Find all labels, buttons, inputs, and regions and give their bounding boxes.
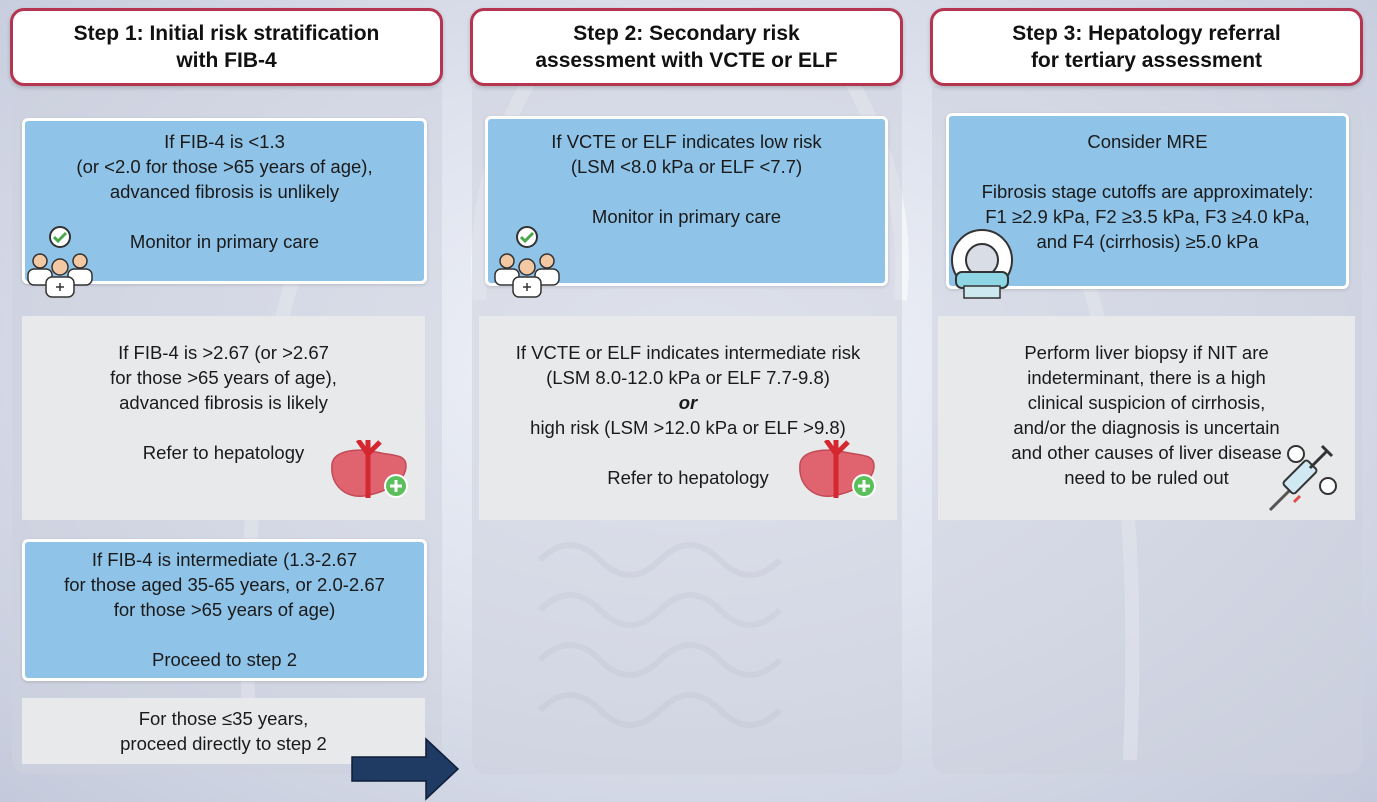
- step3-header: Step 3: Hepatology referral for tertiary…: [930, 8, 1363, 86]
- step2-header: Step 2: Secondary risk assessment with V…: [470, 8, 903, 86]
- step2-high-line2: (LSM 8.0-12.0 kPa or ELF 7.7-9.8): [546, 367, 830, 388]
- liver-icon: [799, 440, 876, 498]
- step3-mre-line1: Consider MRE: [1087, 131, 1208, 152]
- liver-icon: [331, 440, 408, 498]
- healthcare-team-icon: [27, 226, 93, 298]
- step2-high-line1: If VCTE or ELF indicates intermediate ri…: [515, 342, 861, 363]
- step1-title-line1: Step 1: Initial risk stratification: [73, 22, 380, 45]
- mri-scanner-icon: [951, 229, 1013, 299]
- step1-mid-action: Proceed to step 2: [151, 649, 297, 670]
- step2-title-line2: assessment with VCTE or ELF: [535, 49, 838, 72]
- step1-low-line3: advanced fibrosis is unlikely: [109, 181, 340, 202]
- step3-title-line2: for tertiary assessment: [1030, 49, 1263, 72]
- arrow-right-icon: [351, 737, 460, 801]
- step3-biopsy-line3: clinical suspicion of cirrhosis,: [1027, 392, 1266, 413]
- step3-biopsy-line5: and other causes of liver disease: [1011, 442, 1282, 463]
- step1-young-line2: proceed directly to step 2: [120, 733, 327, 754]
- step2-low-line2: (LSM <8.0 kPa or ELF <7.7): [570, 156, 803, 177]
- step2-low-action: Monitor in primary care: [591, 206, 782, 227]
- step3-mre-box: Consider MRE Fibrosis stage cutoffs are …: [946, 113, 1349, 289]
- step2-low-line1: If VCTE or ELF indicates low risk: [551, 131, 822, 152]
- step3-title-line1: Step 3: Hepatology referral: [1012, 22, 1281, 45]
- step3-biopsy-line1: Perform liver biopsy if NIT are: [1024, 342, 1269, 363]
- step1-low-action: Monitor in primary care: [129, 231, 320, 252]
- step1-title-line2: with FIB-4: [176, 49, 277, 72]
- step3-biopsy-line4: and/or the diagnosis is uncertain: [1013, 417, 1280, 438]
- step1-high-line1: If FIB-4 is >2.67 (or >2.67: [118, 342, 329, 363]
- step1-low-line1: If FIB-4 is <1.3: [164, 131, 285, 152]
- step1-mid-line2: for those aged 35-65 years, or 2.0-2.67: [64, 574, 385, 595]
- step3-mre-line4: and F4 (cirrhosis) ≥5.0 kPa: [1036, 231, 1259, 252]
- step3-mre-line3: F1 ≥2.9 kPa, F2 ≥3.5 kPa, F3 ≥4.0 kPa,: [985, 206, 1310, 227]
- step1-young-line1: For those ≤35 years,: [138, 708, 309, 729]
- step2-high-action: Refer to hepatology: [607, 467, 769, 488]
- step1-high-line3: advanced fibrosis is likely: [119, 392, 328, 413]
- step2-title-line1: Step 2: Secondary risk: [573, 22, 800, 45]
- step1-young-box: For those ≤35 years, proceed directly to…: [22, 698, 425, 764]
- step3-biopsy-line2: indeterminant, there is a high: [1027, 367, 1266, 388]
- healthcare-team-icon: [494, 226, 560, 298]
- step3-biopsy-box: Perform liver biopsy if NIT are indeterm…: [938, 316, 1355, 520]
- step3-biopsy-line6: need to be ruled out: [1064, 467, 1229, 488]
- step1-mid-line3: for those >65 years of age): [113, 599, 336, 620]
- step1-low-risk-box: If FIB-4 is <1.3 (or <2.0 for those >65 …: [22, 118, 427, 284]
- step1-intermediate-box: If FIB-4 is intermediate (1.3-2.67 for t…: [22, 539, 427, 681]
- biopsy-needle-icon: [1268, 444, 1337, 512]
- step1-high-line2: for those >65 years of age),: [110, 367, 337, 388]
- step2-high-line3: high risk (LSM >12.0 kPa or ELF >9.8): [530, 417, 846, 438]
- step1-high-action: Refer to hepatology: [142, 442, 305, 463]
- step3-mre-line2: Fibrosis stage cutoffs are approximately…: [981, 181, 1314, 202]
- step1-header: Step 1: Initial risk stratification with…: [10, 8, 443, 86]
- step2-high-or: or: [678, 392, 698, 413]
- step1-mid-line1: If FIB-4 is intermediate (1.3-2.67: [91, 549, 358, 570]
- step1-low-line2: (or <2.0 for those >65 years of age),: [76, 156, 373, 177]
